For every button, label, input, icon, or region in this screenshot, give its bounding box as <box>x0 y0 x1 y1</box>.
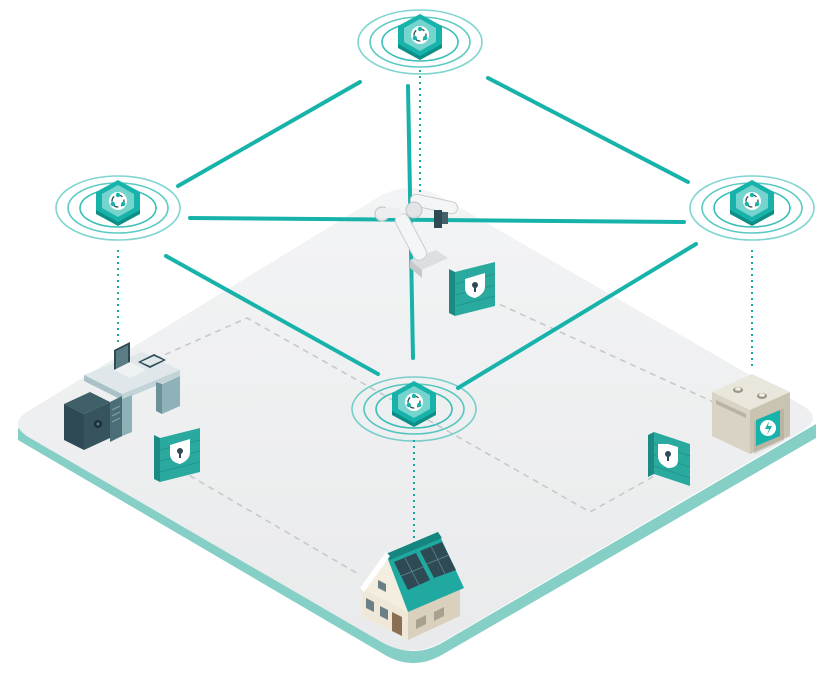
solar-house-icon <box>360 532 464 640</box>
signal-ring <box>55 175 181 241</box>
ground-links <box>134 299 721 576</box>
ground-link <box>489 299 721 406</box>
signal-ring <box>351 376 477 442</box>
firewall-left <box>154 428 201 482</box>
signal-ring <box>357 9 483 75</box>
network-hub-icon <box>398 14 442 60</box>
network-hub-icon <box>730 180 774 226</box>
signal-ring <box>689 175 815 241</box>
hub-right <box>689 175 815 241</box>
mesh-link <box>164 254 380 376</box>
mesh-link <box>486 76 690 184</box>
robot-arm-icon <box>374 193 459 278</box>
hub-top <box>357 9 483 75</box>
workstation-icon <box>64 342 180 450</box>
network-hub-icon <box>392 381 436 427</box>
mesh-link <box>176 80 362 188</box>
hubs <box>55 9 815 442</box>
ground-link <box>134 317 666 513</box>
firewall-top <box>449 262 496 316</box>
battery-storage-icon <box>712 374 790 454</box>
ground-link <box>179 469 361 576</box>
drop-lines <box>117 70 753 550</box>
network-hub-icon <box>96 180 140 226</box>
firewall-right <box>648 432 691 486</box>
hub-left <box>55 175 181 241</box>
mesh-link <box>456 242 698 390</box>
hub-center <box>351 376 477 442</box>
